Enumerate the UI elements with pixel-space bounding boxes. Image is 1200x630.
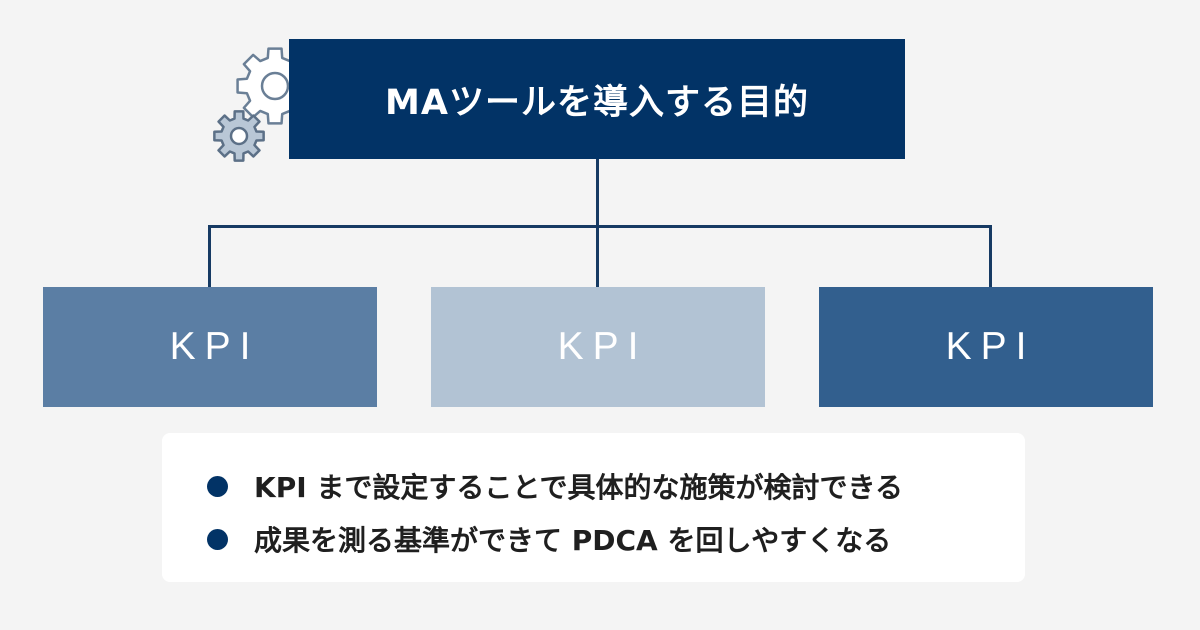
note-item: 成果を測る基準ができて PDCA を回しやすくなる: [207, 519, 891, 559]
note-text: KPI まで設定することで具体的な施策が検討できる: [254, 471, 903, 504]
connector-right-drop: [989, 225, 992, 287]
bullet-dot-icon: [207, 475, 228, 497]
bullet-dot-icon: [207, 528, 228, 550]
kpi-label-center: KPI: [557, 325, 648, 368]
kpi-box-right: KPI: [819, 287, 1153, 407]
note-item: KPI まで設定することで具体的な施策が検討できる: [207, 466, 903, 506]
connector-vertical-top: [596, 159, 599, 227]
note-text: 成果を測る基準ができて PDCA を回しやすくなる: [254, 524, 892, 557]
notes-panel: KPI まで設定することで具体的な施策が検討できる 成果を測る基準ができて PD…: [162, 433, 1025, 582]
kpi-box-center: KPI: [431, 287, 765, 407]
purpose-title-box: MAツールを導入する目的: [289, 39, 905, 159]
connector-center-drop: [596, 225, 599, 287]
kpi-box-left: KPI: [43, 287, 377, 407]
purpose-title: MAツールを導入する目的: [385, 82, 809, 123]
connector-left-drop: [208, 225, 211, 287]
kpi-label-right: KPI: [945, 325, 1036, 368]
connector-horizontal: [208, 225, 992, 228]
small-gear-icon: [213, 110, 265, 162]
kpi-label-left: KPI: [169, 325, 260, 368]
